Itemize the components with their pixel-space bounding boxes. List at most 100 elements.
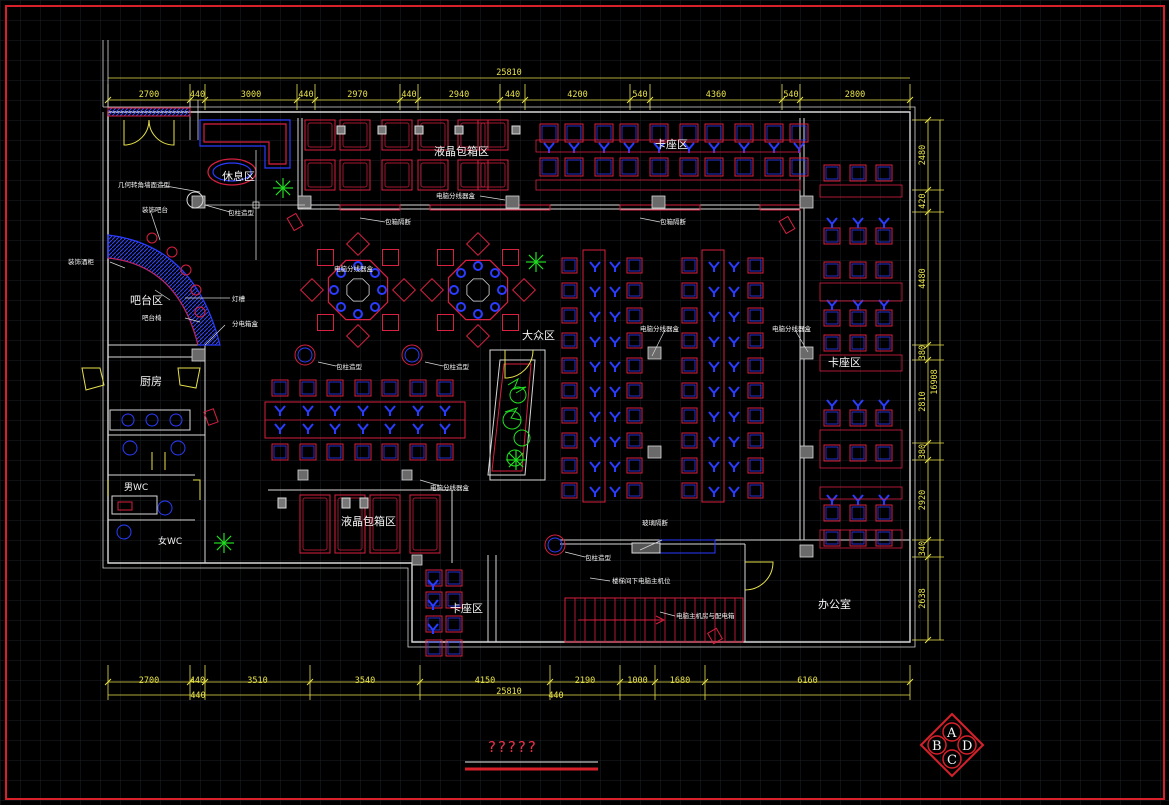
chair-seat [825,506,839,520]
dim-right-total: 16908 [930,369,940,395]
chair-seat [411,381,425,395]
note-pillar-2: 包柱造型 [443,362,470,371]
dim-bottom-value: 2700 [139,676,159,686]
partitions [108,118,910,642]
chair [561,357,578,374]
chair-seat [356,445,370,459]
chair [409,379,427,397]
dim-top-value: 2800 [845,90,865,100]
dim-bottom-slash [701,678,709,686]
chair-seat [825,446,839,460]
chair [619,123,639,143]
dim-bottom-value: 6160 [797,676,817,686]
chair-seat [301,445,315,459]
chair [409,443,427,461]
chair-seat [563,309,576,322]
chair-seat [825,229,839,243]
dim-top-value: 3000 [241,90,261,100]
chair-seat [791,159,807,175]
chair-seat [628,434,641,447]
logo-letter-b: B [932,739,942,754]
chair-seat [877,263,891,277]
chair-seat [749,359,762,372]
chair [649,123,669,143]
seated-user [708,486,720,497]
chair-seat [877,446,891,460]
chair [626,282,643,299]
chair [704,123,724,143]
chair-seat [736,159,752,175]
chair-seat [851,506,865,520]
sofa-cushion [460,122,486,148]
chair-seat [851,311,865,325]
chair-seat [383,445,397,459]
chair-seat [706,159,722,175]
chair-seat [628,409,641,422]
plant-leaf [528,254,537,263]
chair [747,407,764,424]
seated-user [589,361,601,372]
note-bar-counter: 装饰吧台 [142,205,168,214]
booth-top-furniture [535,123,809,191]
chair [747,482,764,499]
seated-user [878,399,890,410]
seated-user [302,405,314,416]
chair [747,332,764,349]
round-table-chair [317,314,334,331]
chair-seat [563,384,576,397]
seated-user [439,423,451,434]
chair [271,443,289,461]
dim-bottom-slash [546,678,554,686]
seated-user [852,494,864,505]
sofa [299,494,331,554]
seated-user [728,436,740,447]
cad-crosshair[interactable] [205,150,305,260]
round-table-chair [437,314,454,331]
dim-right-value: 2638 [918,588,928,608]
tv-unit [377,125,387,135]
seated-user [728,261,740,272]
seated-user [589,311,601,322]
seated-user [412,423,424,434]
seated-user [878,299,890,310]
seated-user [708,386,720,397]
zone-booth-right: 卡座区 [828,355,861,369]
tv-unit [277,497,287,509]
plant-leaf [508,452,517,461]
seated-user [609,386,621,397]
chair-seat [877,531,891,545]
zone-booth-top: 卡座区 [655,137,688,151]
chair [445,569,463,587]
note-power-box: 分电箱盒 [232,319,259,328]
seated-user [826,399,838,410]
chair [679,157,699,177]
dim-right-slash [924,356,932,364]
chair [299,443,317,461]
chair [849,444,867,462]
tv-unit [359,497,369,509]
stair-outline [564,597,744,643]
sofa [381,159,413,191]
dim-top-slash [496,96,504,104]
chair-seat [563,334,576,347]
chair-seat [683,384,696,397]
seated-user [357,405,369,416]
note-pc-dist-round: 电脑分线器盒 [334,264,374,273]
sofa [304,119,336,151]
chair [561,432,578,449]
chair-seat [447,593,461,607]
dim-top-value: 4360 [706,90,726,100]
round-table-user [353,261,363,271]
lcd-rooms-bottom-furniture [277,494,441,554]
zone-office: 办公室 [818,597,851,611]
chair [626,457,643,474]
chair-seat [877,506,891,520]
seated-user [708,436,720,447]
note-pillar-3: 包柱造型 [585,553,612,562]
dim-right-value: 340 [918,541,928,556]
dim-right-value: 2480 [918,145,928,165]
sofa-cushion [480,162,506,188]
chair-seat [628,284,641,297]
chair [823,444,841,462]
